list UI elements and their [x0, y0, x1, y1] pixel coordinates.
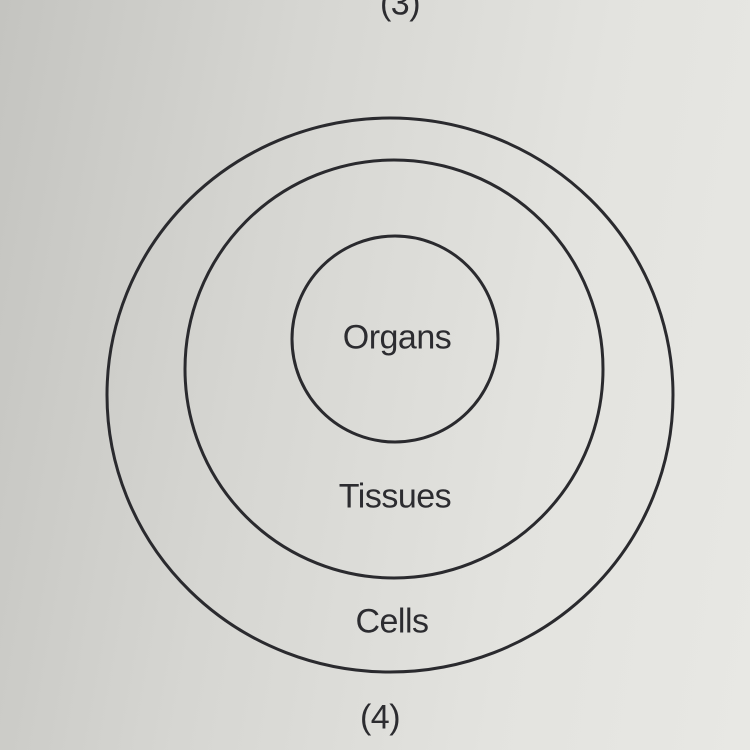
outer-circle-cells — [105, 116, 675, 674]
middle-circle-tissues — [183, 158, 605, 580]
organs-label: Organs — [342, 318, 452, 357]
inner-circle-organs — [290, 234, 500, 444]
figure-label-3: (3) — [379, 0, 421, 23]
figure-label-4: (4) — [359, 698, 401, 737]
cells-label: Cells — [355, 602, 429, 641]
tissues-label: Tissues — [338, 477, 452, 516]
